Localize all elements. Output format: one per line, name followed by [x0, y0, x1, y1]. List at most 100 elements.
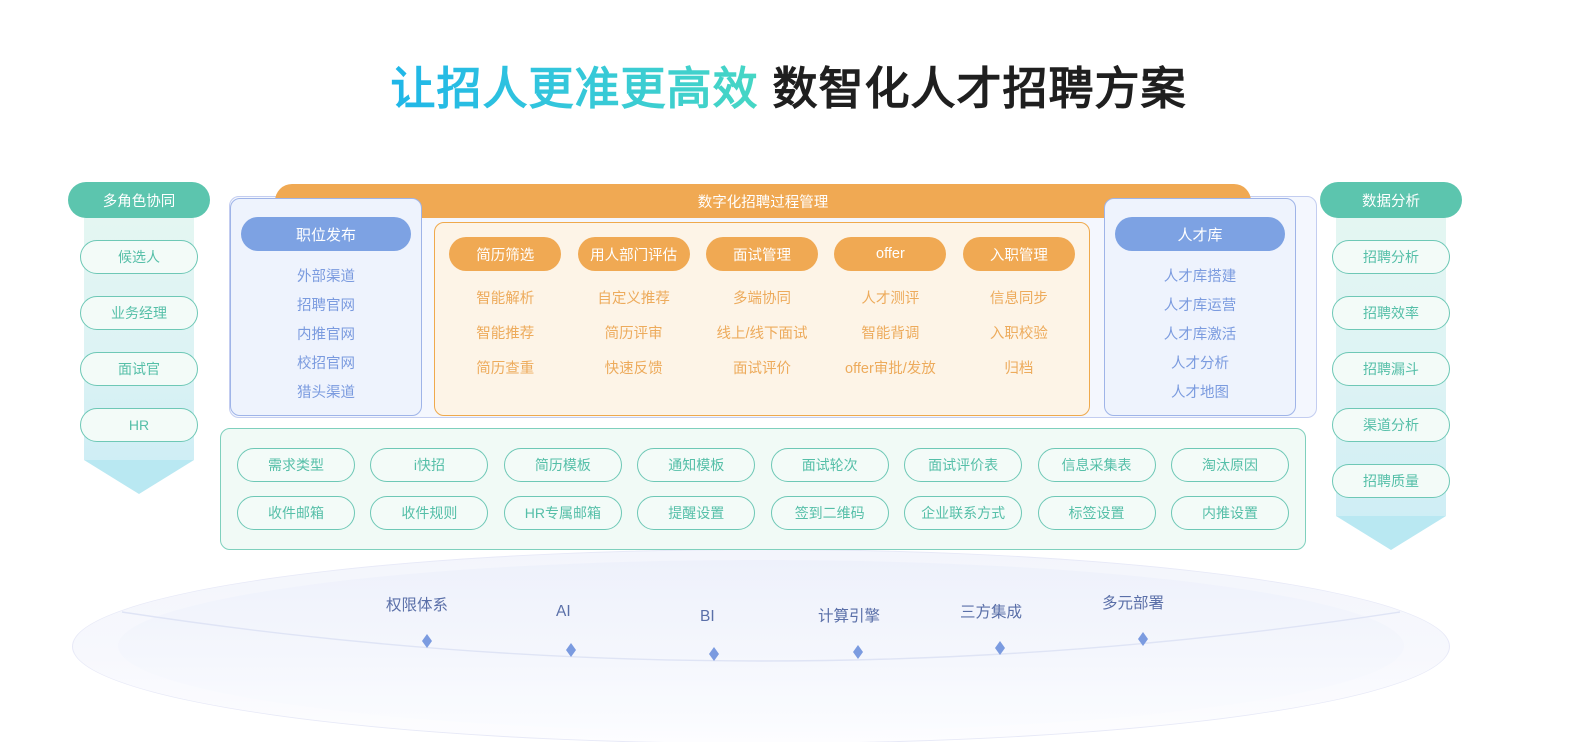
sidebar-item-left-1[interactable]: 业务经理	[80, 296, 198, 330]
settings-pill-r2-0[interactable]: 收件邮箱	[237, 496, 355, 530]
process-stage-header-3[interactable]: offer	[834, 237, 947, 271]
process-stage-items-2: 多端协同线上/线下面试面试评价	[717, 287, 808, 378]
settings-pill-r1-3[interactable]: 通知模板	[637, 448, 756, 482]
platform-inner-ellipse	[118, 560, 1404, 732]
process-stage-item-3-1[interactable]: 智能背调	[861, 326, 920, 342]
process-column-2: 面试管理多端协同线上/线下面试面试评价	[698, 237, 826, 405]
talent-pool-item-2[interactable]: 人才库激活	[1163, 327, 1237, 343]
process-stage-header-1[interactable]: 用人部门评估	[577, 237, 690, 271]
sidebar-item-right-1[interactable]: 招聘效率	[1332, 296, 1450, 330]
job-posting-panel: 职位发布 外部渠道招聘官网内推官网校招官网猎头渠道	[230, 198, 422, 416]
platform-arc	[121, 611, 1401, 662]
settings-pill-r1-2[interactable]: 简历模板	[503, 448, 622, 482]
process-stages-panel: 简历筛选智能解析智能推荐简历查重用人部门评估自定义推荐简历评审快速反馈面试管理多…	[434, 222, 1090, 416]
sidebar-item-left-3[interactable]: HR	[80, 408, 198, 442]
sidebar-item-right-2[interactable]: 招聘漏斗	[1332, 352, 1450, 386]
left-sidebar: 多角色协同 候选人业务经理面试官 HR	[68, 182, 210, 494]
job-posting-item-2[interactable]: 内推官网	[297, 327, 355, 343]
process-stage-item-4-1[interactable]: 入职校验	[989, 326, 1048, 342]
process-stage-item-4-2[interactable]: 归档	[1004, 361, 1034, 377]
settings-block: 需求类型 i快招简历模板通知模板面试轮次面试评价表信息采集表淘汰原因 收件邮箱收件…	[220, 428, 1306, 550]
talent-pool-header[interactable]: 人才库	[1115, 217, 1285, 251]
process-stage-item-2-1[interactable]: 线上/线下面试	[716, 326, 808, 342]
platform-node-label-2: BI	[700, 608, 715, 625]
settings-pill-r2-6[interactable]: 标签设置	[1037, 496, 1156, 530]
process-column-3: offer 人才测评智能背调 offer审批/发放	[826, 237, 954, 405]
process-stage-items-0: 智能解析智能推荐简历查重	[476, 287, 534, 378]
process-stage-items-4: 信息同步入职校验归档	[990, 287, 1048, 378]
job-posting-item-1[interactable]: 招聘官网	[297, 298, 355, 314]
process-banner: 数字化招聘过程管理	[275, 184, 1251, 218]
platform-node-label-5: 多元部署	[1102, 595, 1165, 612]
settings-row-2: 收件邮箱收件规则 HR专属邮箱提醒设置签到二维码企业联系方式标签设置内推设置	[237, 496, 1289, 530]
process-stage-item-4-0[interactable]: 信息同步	[989, 291, 1048, 307]
job-posting-header[interactable]: 职位发布	[241, 217, 411, 251]
platform-node-icon-3	[853, 645, 863, 659]
settings-pill-r2-3[interactable]: 提醒设置	[637, 496, 756, 530]
settings-pill-r1-5[interactable]: 面试评价表	[904, 448, 1023, 482]
process-stage-header-2[interactable]: 面试管理	[706, 237, 819, 271]
process-stage-header-0[interactable]: 简历筛选	[449, 237, 562, 271]
process-columns: 简历筛选智能解析智能推荐简历查重用人部门评估自定义推荐简历评审快速反馈面试管理多…	[435, 223, 1089, 415]
settings-pill-r1-7[interactable]: 淘汰原因	[1170, 448, 1289, 482]
title-main: 数智化人才招聘方案	[772, 63, 1187, 114]
process-stage-item-0-0[interactable]: 智能解析	[476, 291, 535, 307]
settings-pill-r1-0[interactable]: 需求类型	[237, 448, 355, 482]
settings-row-1: 需求类型 i快招简历模板通知模板面试轮次面试评价表信息采集表淘汰原因	[237, 448, 1289, 482]
talent-pool-items: 人才库搭建人才库运营人才库激活人才分析人才地图	[1105, 265, 1295, 402]
left-sidebar-tail	[84, 460, 194, 494]
job-posting-item-0[interactable]: 外部渠道	[297, 269, 355, 285]
sidebar-item-right-3[interactable]: 渠道分析	[1332, 408, 1450, 442]
platform-node-icon-0	[422, 634, 432, 648]
sidebar-item-right-4[interactable]: 招聘质量	[1332, 464, 1450, 498]
platform-node-icon-2	[709, 647, 719, 661]
process-stage-header-4[interactable]: 入职管理	[962, 237, 1075, 271]
process-stage-item-3-2[interactable]: offer审批/发放	[845, 361, 936, 377]
platform-node-icon-5	[1138, 632, 1148, 646]
left-sidebar-header: 多角色协同	[68, 182, 210, 218]
process-column-1: 用人部门评估自定义推荐简历评审快速反馈	[569, 237, 697, 405]
platform-node-label-4: 三方集成	[960, 604, 1023, 621]
settings-pill-r2-2[interactable]: HR专属邮箱	[503, 496, 622, 530]
page-title: 让招人更准更高效数智化人才招聘方案	[0, 52, 1577, 117]
sidebar-item-left-0[interactable]: 候选人	[80, 240, 198, 274]
talent-pool-item-4[interactable]: 人才地图	[1171, 385, 1229, 401]
job-posting-item-4[interactable]: 猎头渠道	[297, 385, 355, 401]
process-column-4: 入职管理信息同步入职校验归档	[955, 237, 1083, 405]
settings-pill-r1-6[interactable]: 信息采集表	[1037, 448, 1156, 482]
process-stage-item-3-0[interactable]: 人才测评	[861, 291, 920, 307]
job-posting-items: 外部渠道招聘官网内推官网校招官网猎头渠道	[231, 265, 421, 402]
process-stage-item-1-1[interactable]: 简历评审	[604, 326, 663, 342]
settings-pill-r1-4[interactable]: 面试轮次	[770, 448, 889, 482]
process-column-0: 简历筛选智能解析智能推荐简历查重	[441, 237, 569, 405]
sidebar-item-left-2[interactable]: 面试官	[80, 352, 198, 386]
process-stage-item-0-1[interactable]: 智能推荐	[476, 326, 535, 342]
process-stage-item-2-0[interactable]: 多端协同	[733, 291, 792, 307]
platform-node-icon-4	[995, 641, 1005, 655]
process-stage-item-1-0[interactable]: 自定义推荐	[597, 291, 670, 307]
talent-pool-item-3[interactable]: 人才分析	[1171, 356, 1229, 372]
process-stage-items-1: 自定义推荐简历评审快速反馈	[597, 287, 670, 378]
right-sidebar-items: 招聘分析招聘效率招聘漏斗渠道分析招聘质量	[1332, 214, 1450, 516]
sidebar-item-right-0[interactable]: 招聘分析	[1332, 240, 1450, 274]
platform-node-icon-1	[566, 643, 576, 657]
title-highlight: 让招人更准更高效	[390, 63, 759, 114]
process-stage-items-3: 人才测评智能背调 offer审批/发放	[845, 287, 936, 378]
talent-pool-item-1[interactable]: 人才库运营	[1163, 298, 1237, 314]
platform-node-label-0: 权限体系	[386, 597, 449, 614]
settings-pill-r2-5[interactable]: 企业联系方式	[904, 496, 1023, 530]
platform-node-label-1: AI	[556, 603, 571, 620]
job-posting-item-3[interactable]: 校招官网	[297, 356, 355, 372]
settings-pill-r2-1[interactable]: 收件规则	[370, 496, 489, 530]
talent-pool-panel: 人才库 人才库搭建人才库运营人才库激活人才分析人才地图	[1104, 198, 1296, 416]
settings-pill-r1-1[interactable]: i快招	[370, 448, 489, 482]
process-stage-item-1-2[interactable]: 快速反馈	[604, 361, 663, 377]
settings-pill-r2-4[interactable]: 签到二维码	[770, 496, 889, 530]
process-stage-item-0-2[interactable]: 简历查重	[476, 361, 535, 377]
talent-pool-item-0[interactable]: 人才库搭建	[1163, 269, 1237, 285]
right-sidebar-header: 数据分析	[1320, 182, 1462, 218]
settings-pill-r2-7[interactable]: 内推设置	[1170, 496, 1289, 530]
right-sidebar-tail	[1336, 516, 1446, 550]
process-stage-item-2-2[interactable]: 面试评价	[733, 361, 792, 377]
